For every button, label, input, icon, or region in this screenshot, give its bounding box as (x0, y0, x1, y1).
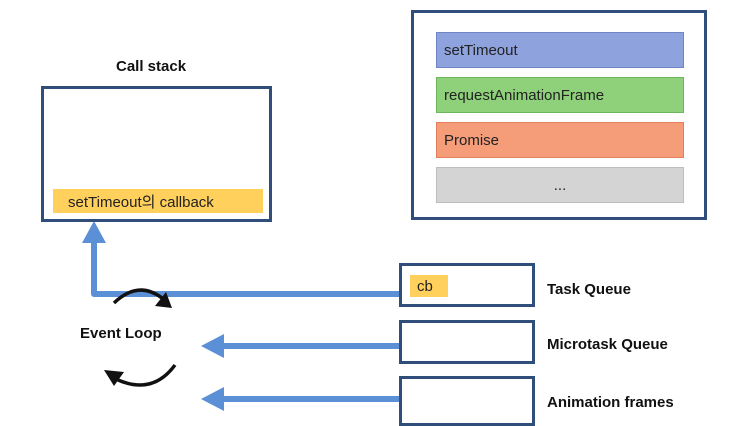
animation-arrowhead (201, 387, 224, 411)
web-apis-box: setTimeout requestAnimationFrame Promise… (411, 10, 707, 220)
call-stack-title: Call stack (116, 58, 187, 75)
task-to-callstack-arrowhead (82, 221, 106, 243)
api-item-more: ... (436, 167, 684, 203)
animation-frames-box (399, 376, 535, 426)
api-item-promise: Promise (436, 122, 684, 158)
microtask-arrowhead (201, 334, 224, 358)
event-loop-label: Event Loop (80, 325, 162, 342)
task-queue-box: cb (399, 263, 535, 307)
event-loop-bottom-arrowhead (104, 370, 124, 386)
call-stack-item: setTimeout의 callback (53, 189, 263, 213)
microtask-queue-label: Microtask Queue (547, 336, 668, 353)
arrows-layer (82, 221, 399, 411)
event-loop-top-arc (112, 288, 164, 305)
task-to-callstack-arrow (91, 240, 399, 297)
api-item-requestanimationframe: requestAnimationFrame (436, 77, 684, 113)
animation-frames-label: Animation frames (547, 394, 674, 411)
microtask-queue-box (399, 320, 535, 364)
task-queue-item: cb (410, 275, 448, 297)
api-item-settimeout: setTimeout (436, 32, 684, 68)
event-loop-bottom-arc (117, 363, 177, 387)
task-queue-label: Task Queue (547, 281, 631, 298)
call-stack-box: setTimeout의 callback (41, 86, 272, 222)
event-loop-top-arrowhead (155, 292, 172, 308)
